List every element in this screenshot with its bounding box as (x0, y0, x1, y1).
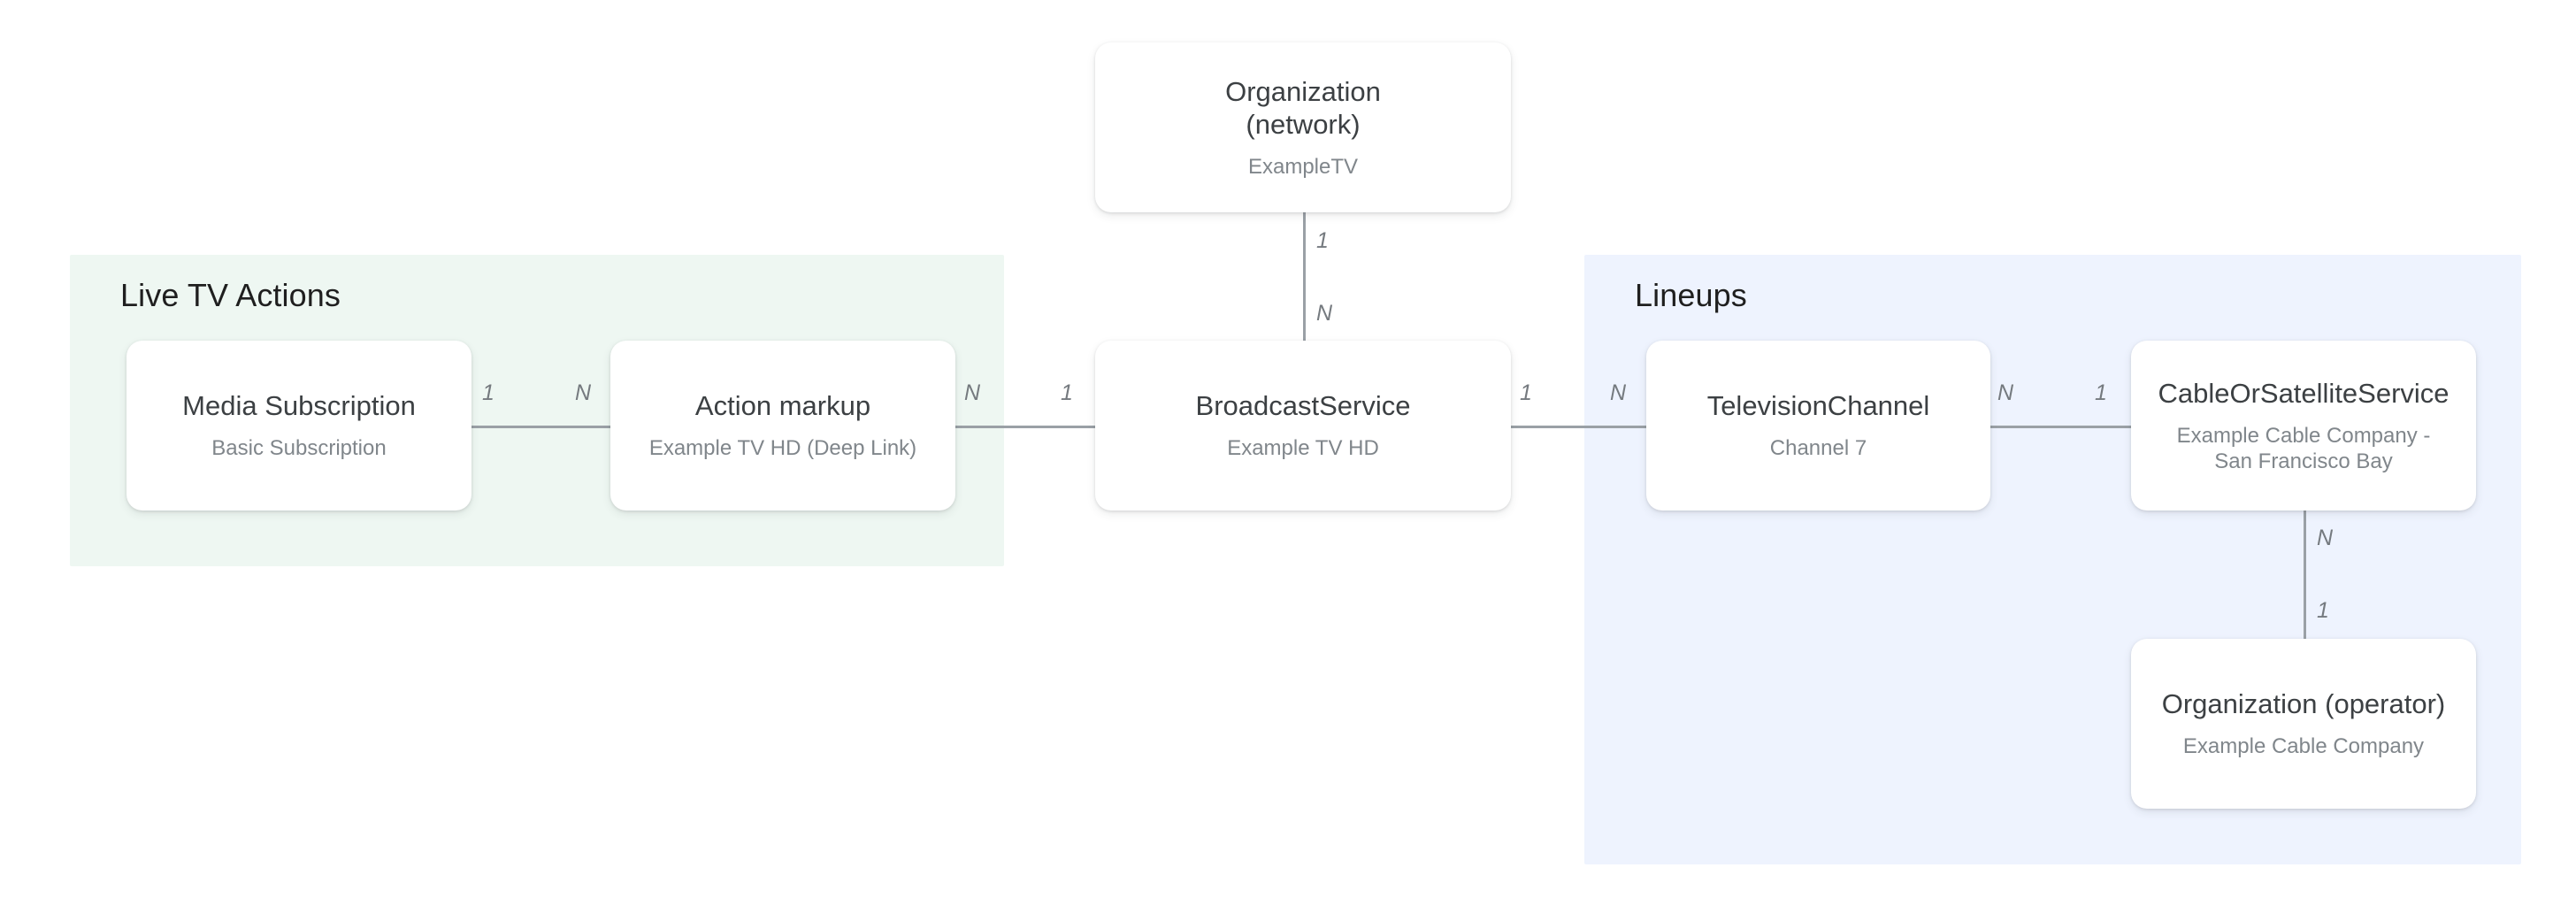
group-title-live-tv-actions: Live TV Actions (120, 277, 341, 313)
edge-cable-or-satellite-service-to-organization-operator (2304, 511, 2306, 639)
edge-label-to-cable-or-satellite-service-to-organization-operator: 1 (2317, 598, 2329, 623)
entity-title-broadcast-service: BroadcastService (1195, 390, 1411, 422)
entity-card-organization-network[interactable]: Organization (network) ExampleTV (1095, 42, 1511, 212)
entity-title-television-channel: TelevisionChannel (1706, 390, 1930, 422)
edge-organization-network-to-broadcast-service (1303, 212, 1306, 341)
entity-subtitle-media-subscription: Basic Subscription (211, 436, 387, 461)
edge-broadcast-service-to-television-channel (1511, 426, 1646, 428)
entity-subtitle-television-channel: Channel 7 (1769, 436, 1867, 461)
entity-subtitle-action-markup: Example TV HD (Deep Link) (648, 436, 917, 461)
edge-label-from-cable-or-satellite-service-to-organization-operator: N (2317, 526, 2334, 550)
entity-subtitle-organization-operator: Example Cable Company (2182, 734, 2425, 759)
edge-label-from-action-markup-to-broadcast-service: N (964, 380, 981, 405)
edge-label-to-television-channel-to-cable-or-satellite-service: 1 (2095, 380, 2107, 405)
entity-subtitle-organization-network: ExampleTV (1247, 155, 1359, 180)
entity-card-organization-operator[interactable]: Organization (operator) Example Cable Com… (2131, 639, 2476, 809)
edge-label-to-media-subscription-to-action-markup: N (575, 380, 592, 405)
edge-label-from-broadcast-service-to-television-channel: 1 (1520, 380, 1532, 405)
group-title-lineups: Lineups (1635, 277, 1747, 313)
entity-title-action-markup: Action markup (694, 390, 871, 422)
entity-subtitle-broadcast-service: Example TV HD (1227, 436, 1379, 461)
edge-label-to-broadcast-service-to-television-channel: N (1610, 380, 1627, 405)
edge-label-from-organization-network-to-broadcast-service: 1 (1316, 228, 1329, 253)
edge-action-markup-to-broadcast-service (955, 426, 1095, 428)
edge-media-subscription-to-action-markup (472, 426, 610, 428)
edge-television-channel-to-cable-or-satellite-service (1990, 426, 2131, 428)
entity-title-organization-network: Organization (network) (1225, 75, 1381, 141)
edge-label-from-media-subscription-to-action-markup: 1 (482, 380, 494, 405)
entity-subtitle-cable-or-satellite-service: Example Cable Company - San Francisco Ba… (2176, 423, 2431, 473)
entity-title-organization-operator: Organization (operator) (2161, 688, 2446, 720)
edge-label-from-television-channel-to-cable-or-satellite-service: N (1997, 380, 2014, 405)
entity-title-cable-or-satellite-service: CableOrSatelliteService (2158, 377, 2450, 409)
entity-title-media-subscription: Media Subscription (182, 390, 416, 422)
edge-label-to-organization-network-to-broadcast-service: N (1316, 301, 1333, 326)
edge-label-to-action-markup-to-broadcast-service: 1 (1061, 380, 1073, 405)
